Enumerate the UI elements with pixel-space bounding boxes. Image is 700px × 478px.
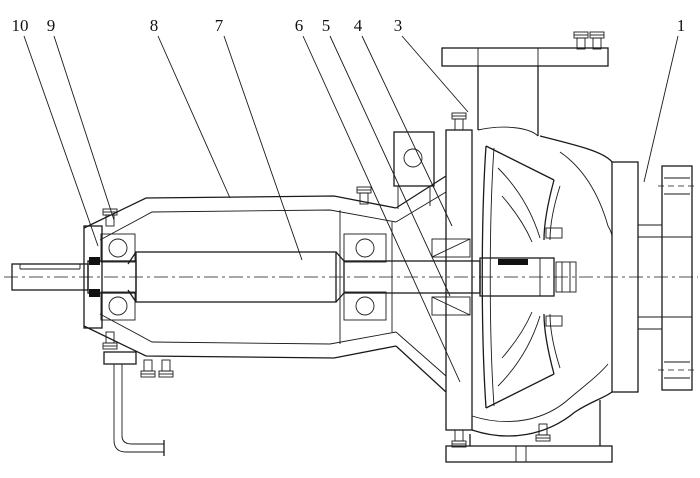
bearing-frame: [83, 195, 397, 359]
leader-9: [53, 35, 115, 221]
callout-label-3: 3: [394, 16, 403, 35]
right-bearing-assembly: [343, 233, 387, 321]
callout-label-4: 4: [354, 16, 363, 35]
leader-10: [23, 35, 99, 247]
leader-6: [302, 35, 461, 383]
callout-label-7: 7: [215, 16, 224, 35]
support-bracket: [393, 131, 447, 393]
casing-cover: [445, 129, 473, 431]
callout-label-9: 9: [47, 16, 56, 35]
callout-label-6: 6: [295, 16, 304, 35]
callout-label-10: 10: [12, 16, 29, 35]
callout-leader-lines: [23, 35, 679, 383]
drain-pipe: [103, 351, 165, 456]
callout-label-5: 5: [322, 16, 331, 35]
pump-shaft: [11, 251, 481, 303]
impeller: [479, 145, 577, 409]
base-foot: [445, 400, 613, 463]
left-bearing-assembly: [83, 225, 136, 329]
leader-7: [223, 35, 303, 261]
callout-labels: 10 9 8 7 6 5 4 3 1: [12, 16, 686, 35]
callout-label-1: 1: [677, 16, 686, 35]
leader-8: [157, 35, 231, 199]
leader-4: [361, 35, 453, 227]
callout-label-8: 8: [150, 16, 159, 35]
leader-1: [643, 35, 679, 183]
discharge-flange: [441, 47, 609, 67]
stuffing-box: [431, 238, 471, 316]
pump-artwork: [4, 31, 698, 463]
leader-5: [329, 35, 451, 297]
leader-3: [401, 35, 469, 113]
fastener-bolts: [102, 31, 605, 448]
suction-flange: [611, 161, 696, 393]
